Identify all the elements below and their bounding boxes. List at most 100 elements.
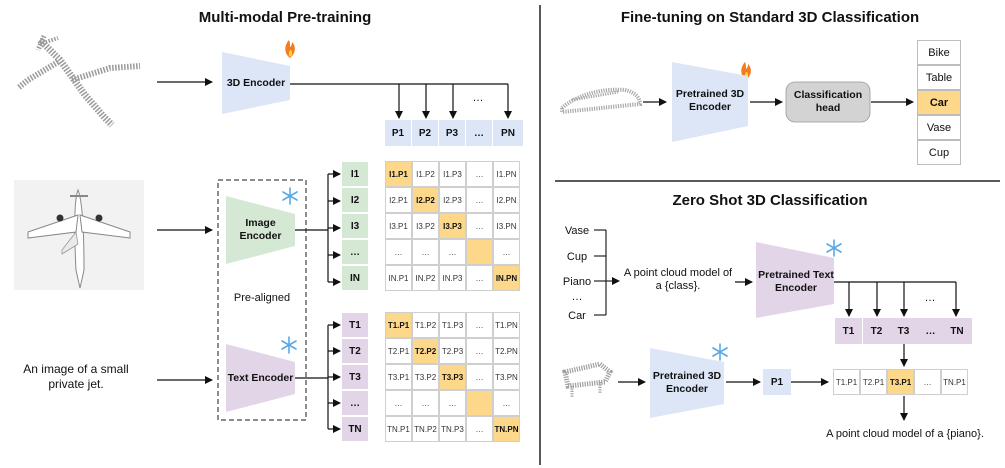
pre-aligned-label: Pre-aligned: [233, 292, 291, 304]
image-point-score: …: [466, 187, 493, 213]
image-point-score: I1.PN: [493, 161, 520, 187]
zeroshot-3d-encoder-shape: [650, 348, 724, 418]
image-encoder-label: Image Encoder: [239, 217, 282, 242]
finetune-class-item: Car: [917, 90, 961, 115]
zeroshot-class-label: Cup: [566, 250, 588, 263]
zeroshot-score: T3.P1: [887, 369, 914, 395]
image-point-score: …: [439, 239, 466, 265]
piano-pointcloud: [562, 361, 614, 398]
point-token-dots: …: [472, 92, 484, 104]
text-point-score: …: [439, 390, 466, 416]
text-point-score: T3.P2: [412, 364, 439, 390]
point-token: PN: [493, 120, 523, 146]
text-point-score: …: [466, 364, 493, 390]
point-token: P3: [439, 120, 465, 146]
finetune-encoder-label: Pretrained 3D Encoder: [675, 88, 745, 113]
text-point-score: TN.P1: [385, 416, 412, 442]
zeroshot-token-dots: …: [924, 292, 936, 304]
zeroshot-class-label: Vase: [564, 224, 590, 237]
text-point-score: …: [493, 390, 520, 416]
text-token: T2: [342, 339, 368, 363]
zeroshot-text-token: T2: [863, 318, 890, 344]
image-encoder-shape: [226, 196, 295, 264]
text-token: T1: [342, 313, 368, 337]
snowflake-icon-image-encoder: [282, 187, 298, 205]
image-point-score: I2.P3: [439, 187, 466, 213]
zeroshot-text-encoder-shape: [756, 242, 834, 318]
text-token: T3: [342, 365, 368, 389]
text-encoder-label: Text Encoder: [227, 371, 294, 384]
text-point-score: T1.P3: [439, 312, 466, 338]
image-point-score: …: [385, 239, 412, 265]
snowflake-icon-zeroshot-3d: [712, 343, 728, 361]
text-token: …: [342, 391, 368, 415]
image-point-score: …: [466, 265, 493, 291]
text-point-score: T1.P2: [412, 312, 439, 338]
text-point-score: T3.PN: [493, 364, 520, 390]
image-point-score: I3.P3: [439, 213, 466, 239]
zeroshot-3d-encoder-label: Pretrained 3D Encoder: [652, 370, 722, 395]
image-point-score: I1.P2: [412, 161, 439, 187]
image-token: I2: [342, 188, 368, 212]
zeroshot-class-label: …: [571, 290, 583, 303]
snowflake-icon-zeroshot-text: [826, 239, 842, 257]
image-point-score: I3.P2: [412, 213, 439, 239]
point-token: P2: [412, 120, 438, 146]
image-point-score: …: [466, 161, 493, 187]
image-point-score: I2.P1: [385, 187, 412, 213]
image-token: I1: [342, 162, 368, 186]
airplane-render: [27, 188, 131, 289]
classification-head-shape: [785, 81, 871, 123]
zeroshot-result: A point cloud model of a {piano}.: [826, 428, 984, 440]
text-point-score: T2.P2: [412, 338, 439, 364]
text-point-score: …: [466, 416, 493, 442]
finetune-class-item: Bike: [917, 40, 961, 65]
image-point-score: I3.P1: [385, 213, 412, 239]
zeroshot-text-token: T1: [835, 318, 862, 344]
image-point-score: I1.P3: [439, 161, 466, 187]
image-point-score: IN.P3: [439, 265, 466, 291]
image-point-score: I1.P1: [385, 161, 412, 187]
3d-encoder-shape: [222, 52, 290, 114]
text-point-score: [466, 390, 493, 416]
zeroshot-score: T2.P1: [860, 369, 887, 395]
prompt-template: A point cloud model of a {class}.: [623, 267, 733, 292]
image-token: IN: [342, 266, 368, 290]
image-point-score: …: [412, 239, 439, 265]
zeroshot-class-label: Car: [568, 309, 586, 322]
classification-head-label: Classification head: [793, 89, 863, 114]
airplane-pointcloud: [16, 35, 141, 128]
image-point-score: …: [493, 239, 520, 265]
pre-aligned-box: [217, 179, 307, 421]
text-point-score: TN.P2: [412, 416, 439, 442]
zeroshot-text-encoder-label: Pretrained Text Encoder: [758, 269, 834, 294]
zeroshot-score: T1.P1: [833, 369, 860, 395]
text-point-score: TN.P3: [439, 416, 466, 442]
zeroshot-title: Zero Shot 3D Classification: [672, 192, 868, 209]
image-token: …: [342, 240, 368, 264]
text-point-score: T3.P1: [385, 364, 412, 390]
text-point-score: T1.PN: [493, 312, 520, 338]
text-point-score: …: [466, 312, 493, 338]
zeroshot-text-token: T3: [890, 318, 917, 344]
text-token: TN: [342, 417, 368, 441]
zeroshot-point-token: P1: [763, 369, 791, 395]
point-token: …: [466, 120, 492, 146]
image-token: I3: [342, 214, 368, 238]
text-point-score: T2.PN: [493, 338, 520, 364]
text-point-score: T2.P3: [439, 338, 466, 364]
text-point-score: …: [466, 338, 493, 364]
text-encoder-shape: [226, 344, 295, 412]
text-point-score: …: [385, 390, 412, 416]
text-point-score: T1.P1: [385, 312, 412, 338]
finetune-title: Fine-tuning on Standard 3D Classificatio…: [620, 9, 920, 26]
image-point-score: IN.PN: [493, 265, 520, 291]
zeroshot-text-token: TN: [942, 318, 972, 344]
image-point-score: IN.P1: [385, 265, 412, 291]
text-point-score: …: [412, 390, 439, 416]
snowflake-icon-text-encoder: [281, 336, 297, 354]
image-point-score: …: [466, 213, 493, 239]
car-pointcloud: [560, 87, 643, 115]
image-point-score: I2.PN: [493, 187, 520, 213]
